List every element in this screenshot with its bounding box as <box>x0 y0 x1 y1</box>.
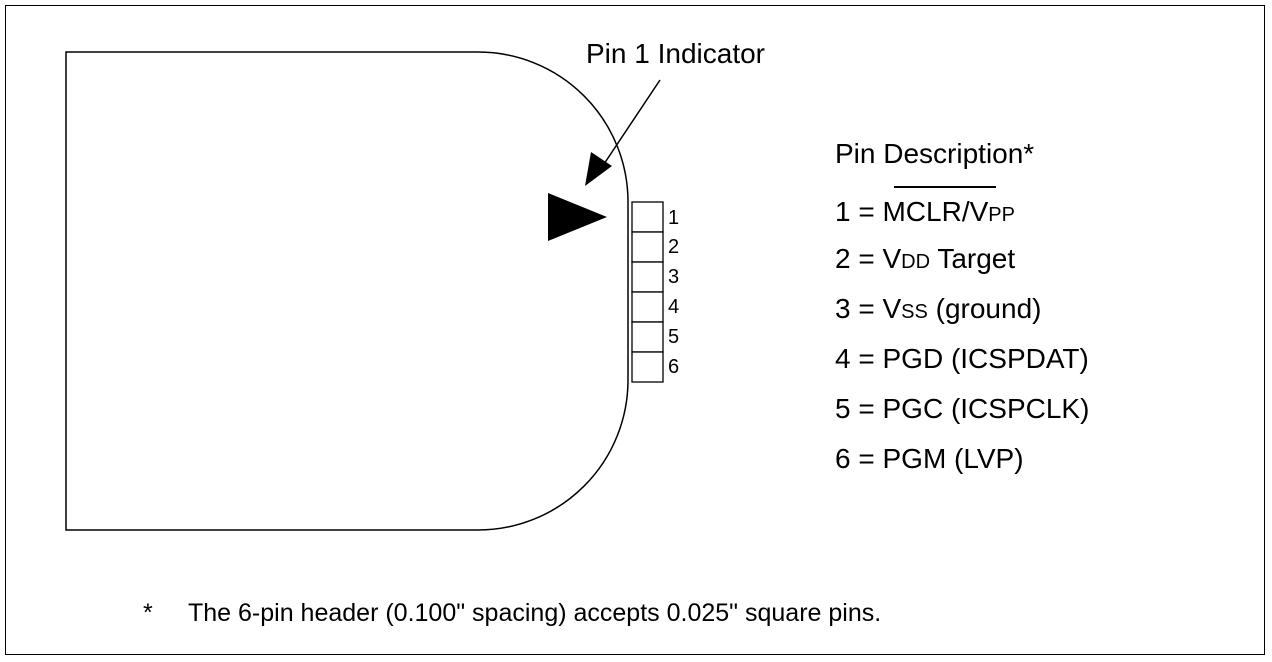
header-pin-box <box>631 231 664 263</box>
header-pin-box <box>631 261 664 293</box>
header-pin-box <box>631 291 664 323</box>
footnote-marker: * <box>143 599 153 627</box>
pin-3-v: V <box>882 293 901 324</box>
header-pin-box <box>631 351 664 383</box>
header-pin-number: 5 <box>668 326 679 348</box>
pin-description-1: 1 = MCLR/VPP <box>835 196 1015 227</box>
header-pin-box <box>631 201 664 233</box>
callout-arrowhead <box>585 152 612 186</box>
header-pin-box <box>631 321 664 353</box>
mclr-signal: MCLR <box>882 196 961 227</box>
diagram-frame <box>5 5 1265 655</box>
pin1-indicator-triangle <box>548 193 607 241</box>
pin-1-slash: / <box>962 196 970 227</box>
pin-description-5: 5 = PGC (ICSPCLK) <box>835 393 1089 424</box>
footnote-text: The 6-pin header (0.100" spacing) accept… <box>188 599 881 627</box>
pin-description-2: 2 = VDD Target <box>835 243 1015 274</box>
pin1-indicator-label: Pin 1 Indicator <box>586 38 765 69</box>
pin-header <box>631 201 664 383</box>
pin-description-3: 3 = VSS (ground) <box>835 293 1041 324</box>
pin-description-4: 4 = PGD (ICSPDAT) <box>835 343 1089 374</box>
pin-1-subscript: PP <box>988 204 1015 226</box>
pin-2-suffix: Target <box>930 243 1015 274</box>
header-pin-number: 6 <box>668 356 679 378</box>
pin-2-prefix: 2 = <box>835 243 882 274</box>
pin-3-suffix: (ground) <box>928 293 1042 324</box>
pin-1-prefix: 1 = <box>835 196 882 227</box>
pin-1-v: V <box>970 196 989 227</box>
header-pin-number: 1 <box>668 207 679 229</box>
callout-leader-line <box>599 79 661 171</box>
pin-3-subscript: SS <box>901 301 928 323</box>
pin-2-subscript: DD <box>901 251 930 273</box>
header-pin-number: 3 <box>668 266 679 288</box>
board-outline <box>65 51 629 531</box>
header-pin-number: 2 <box>668 236 679 258</box>
pin-2-v: V <box>882 243 901 274</box>
pin-description: Pin Description* 1 = MCLR/VPP 2 = VDD Ta… <box>835 138 1089 474</box>
pin-description-title: Pin Description* <box>835 138 1034 169</box>
header-pin-numbers: 1 2 3 4 5 6 <box>668 207 679 378</box>
pin-3-prefix: 3 = <box>835 293 882 324</box>
header-pin-number: 4 <box>668 296 679 318</box>
pin-description-6: 6 = PGM (LVP) <box>835 443 1024 474</box>
